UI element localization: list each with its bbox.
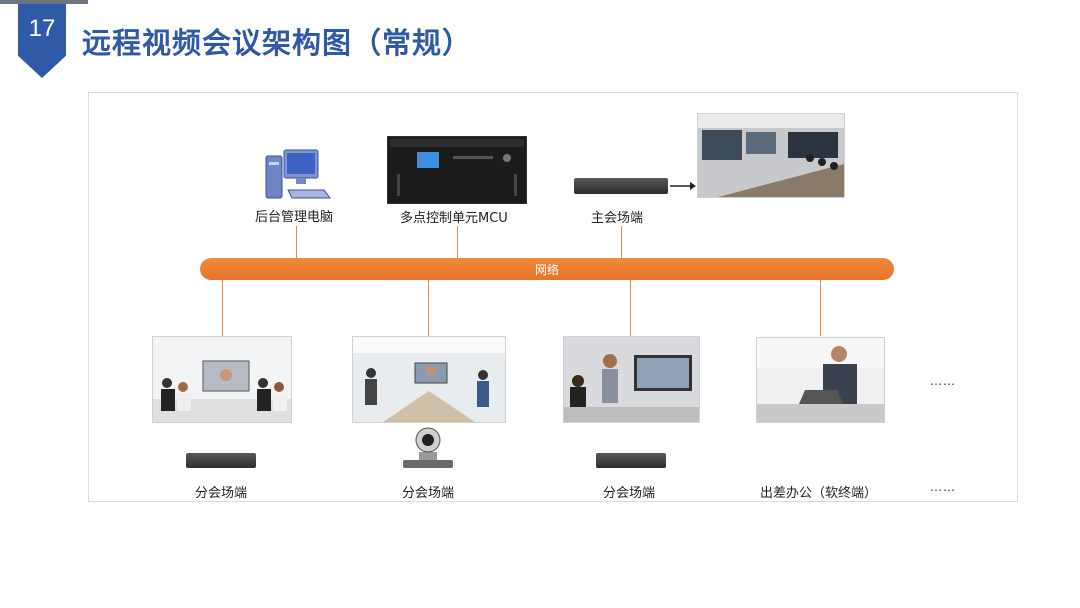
main-terminal-device <box>574 178 668 194</box>
connector-branch-3 <box>630 280 631 336</box>
slide-number: 17 <box>18 15 66 43</box>
branch-meeting-image-3 <box>563 336 700 423</box>
branch-meeting-image-1 <box>152 336 292 423</box>
branch-meeting-image-2 <box>352 336 506 423</box>
network-label: 网络 <box>200 261 894 278</box>
mcu-label: 多点控制单元MCU <box>400 207 508 226</box>
arrow-icon <box>670 181 696 191</box>
branch-terminal-device-1 <box>186 453 256 468</box>
connector-branch-4 <box>820 280 821 336</box>
connector-branch-1 <box>222 280 223 336</box>
remote-office-label: 出差办公（软终端） <box>760 482 877 501</box>
slide-title: 远程视频会议架构图（常规） <box>82 20 472 62</box>
ptz-camera-icon <box>399 426 457 470</box>
main-venue-label: 主会场端 <box>591 207 643 226</box>
remote-office-image <box>756 337 885 423</box>
branch-label-2: 分会场端 <box>402 482 454 501</box>
slide-number-badge: 17 <box>18 4 66 78</box>
branch-terminal-device-3 <box>596 453 666 468</box>
connector-branch-2 <box>428 280 429 336</box>
branch-label-3: 分会场端 <box>603 482 655 501</box>
network-bus: 网络 <box>200 258 894 280</box>
main-conference-room-image <box>697 113 845 198</box>
connector-main <box>621 226 622 258</box>
connector-mcu <box>457 226 458 258</box>
connector-pc <box>296 226 297 258</box>
more-branches-bottom: …… <box>930 480 956 494</box>
top-accent-bar <box>0 0 88 4</box>
mcu-rack-icon <box>387 136 527 204</box>
branch-label-1: 分会场端 <box>195 482 247 501</box>
more-branches-top: …… <box>930 374 956 388</box>
pc-label: 后台管理电脑 <box>255 206 333 225</box>
diagram-frame <box>88 92 1018 502</box>
computer-icon <box>262 146 334 206</box>
